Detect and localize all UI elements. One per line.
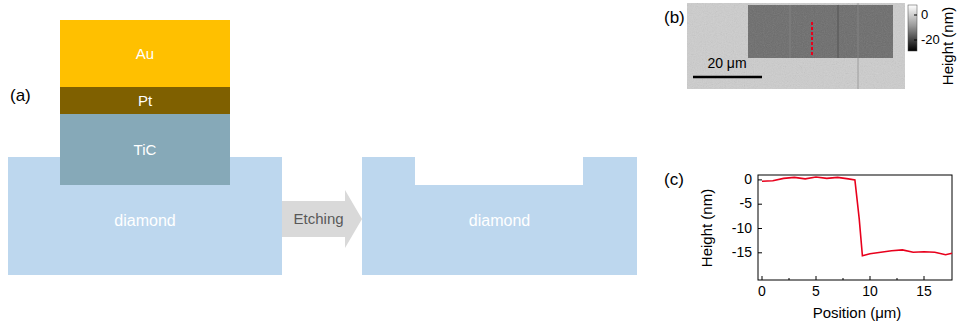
tick-label: 15: [916, 284, 932, 299]
node-text: diamond: [469, 212, 530, 230]
colorbar: [908, 5, 917, 51]
afm-noise: [687, 3, 905, 89]
etched-region: [748, 5, 893, 58]
tick-label: 0: [758, 284, 766, 299]
node-text: Au: [136, 45, 154, 62]
colorbar-tick-label: -20: [921, 33, 940, 47]
node-text: Pt: [138, 92, 152, 109]
colorbar-tick: [914, 40, 917, 41]
axis-title: Height (nm): [699, 189, 716, 267]
tick-label: -10: [732, 221, 752, 236]
process-arrow: [282, 190, 362, 248]
colorbar-tick-label: 0: [921, 8, 928, 22]
tic-layer: TiC: [60, 114, 230, 185]
plot-frame: [758, 175, 952, 280]
panel-label: (c): [664, 171, 684, 190]
node-text: diamond: [114, 212, 175, 230]
arrow-label: Etching: [292, 210, 346, 227]
gold-layer: Au: [60, 20, 230, 87]
node-text: TiC: [134, 141, 157, 158]
etched-diamond: diamond: [362, 157, 637, 275]
panel-label: (b): [664, 9, 685, 28]
height-profile: [762, 177, 952, 256]
colorbar-title: Height (nm): [940, 7, 957, 85]
outline-path: [362, 157, 637, 275]
scan-streak: [837, 5, 839, 58]
scan-streak: [789, 5, 791, 58]
tick-label: -15: [732, 245, 752, 260]
tick-label: -5: [740, 196, 752, 211]
tick-label: 0: [744, 172, 752, 187]
colorbar-tick: [914, 15, 917, 16]
axis-ticks: [758, 180, 924, 280]
platinum-layer: Pt: [60, 87, 230, 114]
tick-label: 5: [812, 284, 820, 299]
profile-plot: [758, 175, 952, 280]
scale-bar: [693, 76, 762, 79]
afm-image: [687, 3, 905, 89]
tick-label: 10: [862, 284, 878, 299]
afm-background: [687, 3, 905, 89]
scale-bar-label: 20 μm: [707, 56, 746, 71]
panel-label: (a): [10, 87, 31, 106]
etched-noise: [748, 5, 893, 58]
profile-line: [811, 22, 813, 56]
axis-title: Position (μm): [813, 305, 902, 322]
scan-streak: [858, 3, 859, 89]
